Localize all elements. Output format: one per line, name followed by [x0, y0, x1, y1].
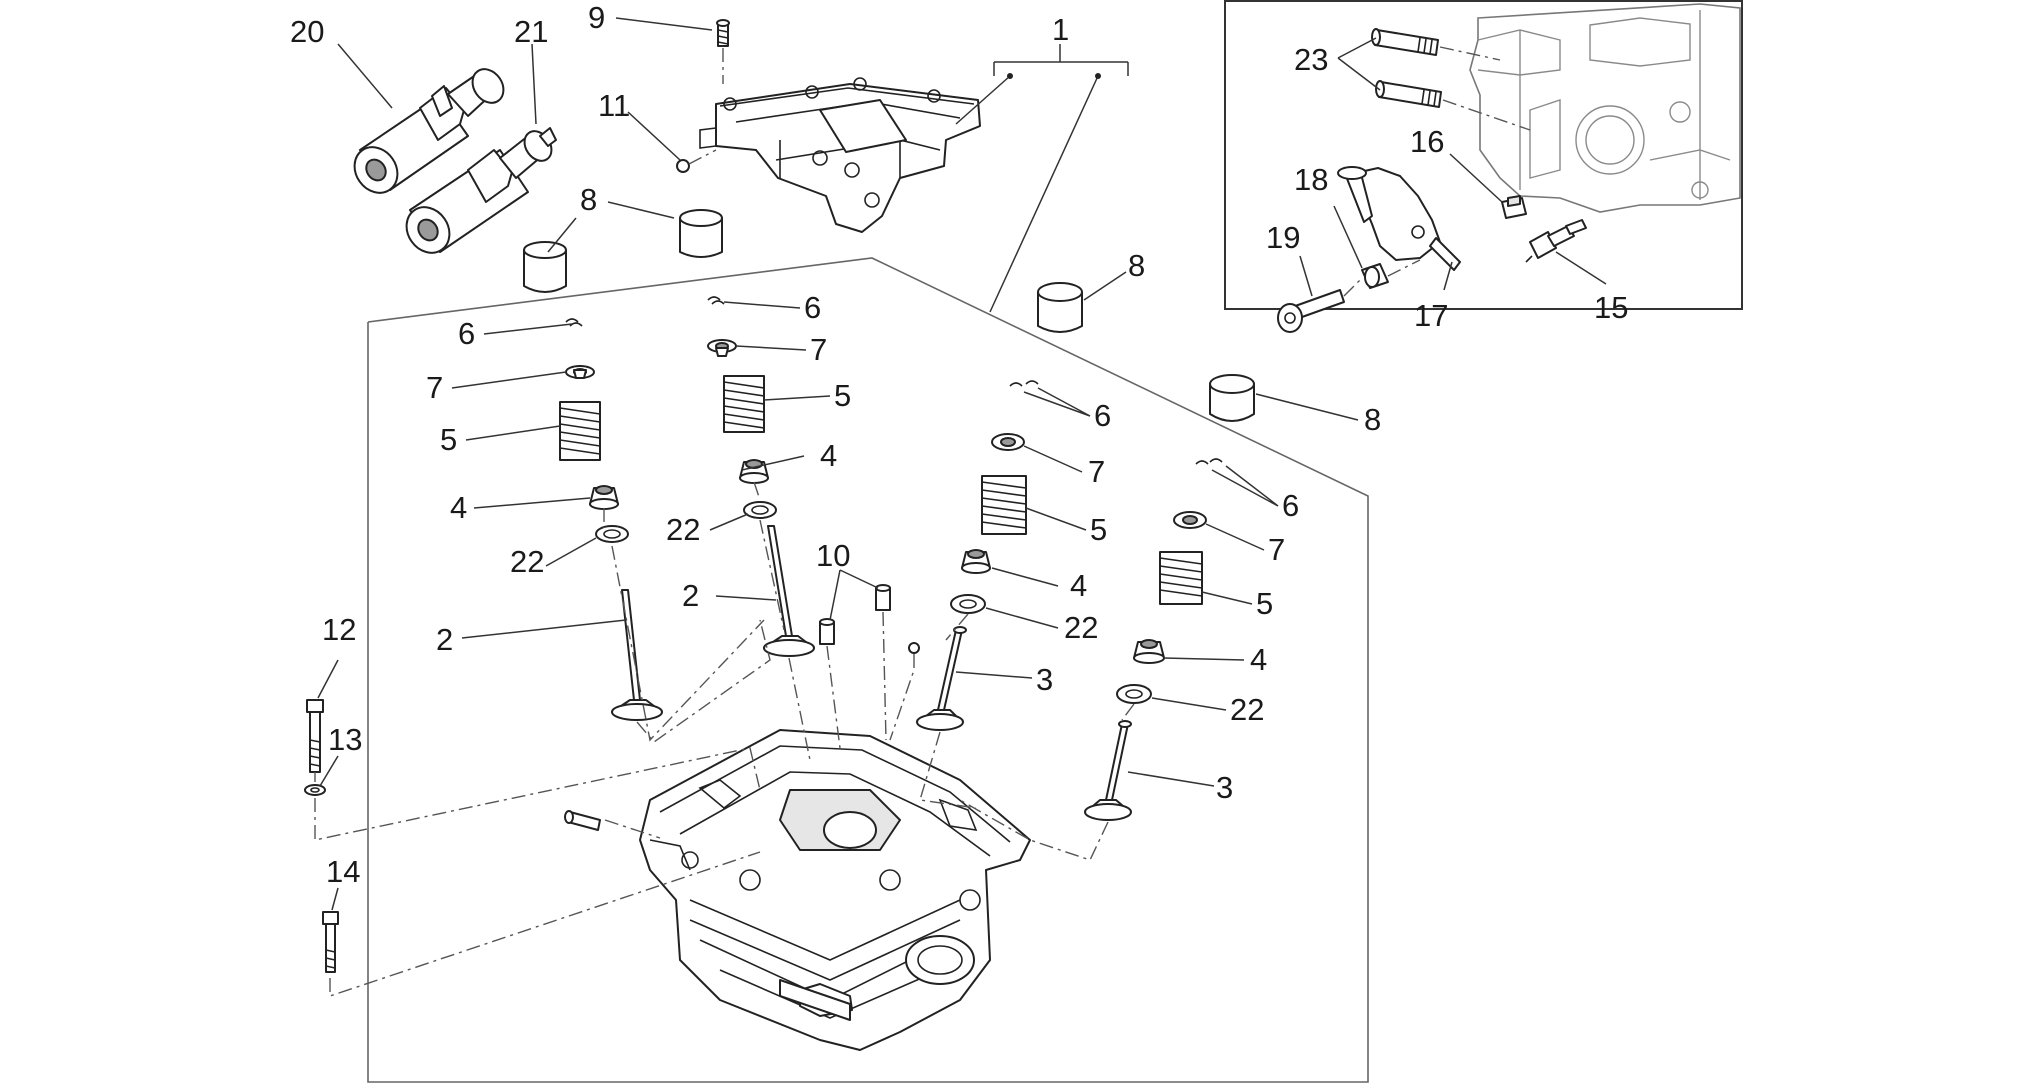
- washer-13: [304, 784, 326, 796]
- callout-4-d: 4: [1250, 642, 1267, 677]
- small-pin: [908, 642, 920, 654]
- callout-8-b: 8: [1128, 248, 1145, 283]
- callout-6-c: 6: [1094, 398, 1111, 433]
- callout-1: 1: [1052, 12, 1069, 47]
- callout-2-b: 2: [682, 578, 699, 613]
- plug-16: [1501, 195, 1527, 219]
- screw-19: [1277, 289, 1345, 333]
- valve-stack-c: [950, 380, 1039, 614]
- callout-19: 19: [1266, 220, 1300, 255]
- callout-15: 15: [1594, 290, 1628, 325]
- group-frame: [367, 257, 1369, 1083]
- callout-4-b: 4: [820, 438, 837, 473]
- inset-head-part: [1469, 3, 1741, 213]
- dowel-10-b: [875, 584, 891, 611]
- callout-22-a: 22: [510, 544, 544, 579]
- pin-11: [676, 159, 690, 173]
- temp-sensor-15: [1525, 219, 1587, 263]
- callout-8-a: 8: [580, 182, 597, 217]
- callout-9: 9: [588, 0, 605, 35]
- callout-6-d: 6: [1282, 488, 1299, 523]
- callout-7-a: 7: [426, 370, 443, 405]
- valve-stack-d: [1116, 458, 1223, 704]
- callout-3-a: 3: [1036, 662, 1053, 697]
- callout-7-b: 7: [810, 332, 827, 367]
- leader-lines: [317, 17, 1607, 911]
- callout-5-b: 5: [834, 378, 851, 413]
- screw-14: [322, 911, 339, 973]
- tappet-8-d: [1209, 374, 1255, 422]
- valve-3-left: [916, 626, 967, 731]
- callout-13: 13: [328, 722, 362, 757]
- valve-3-right: [1084, 720, 1132, 821]
- callout-7-c: 7: [1088, 454, 1105, 489]
- valve-stack-b: [707, 296, 777, 519]
- water-outlet-fitting: [1337, 166, 1461, 271]
- callout-22-d: 22: [1230, 692, 1264, 727]
- callout-14: 14: [326, 854, 360, 889]
- callout-23: 23: [1294, 42, 1328, 77]
- callout-4-a: 4: [450, 490, 467, 525]
- valve-2-left: [611, 589, 663, 721]
- callout-3-b: 3: [1216, 770, 1233, 805]
- callout-7-d: 7: [1268, 532, 1285, 567]
- callout-22-b: 22: [666, 512, 700, 547]
- callout-20: 20: [290, 14, 324, 49]
- callout-21: 21: [514, 14, 548, 49]
- stud-23-bottom: [1375, 80, 1442, 108]
- callout-11: 11: [598, 88, 630, 123]
- tappet-8-b: [679, 209, 723, 258]
- callout-5-d: 5: [1256, 586, 1273, 621]
- tappet-8-a: [523, 241, 567, 293]
- callout-17: 17: [1414, 298, 1448, 333]
- callout-5-c: 5: [1090, 512, 1107, 547]
- callout-10: 10: [816, 538, 850, 573]
- callout-2-a: 2: [436, 622, 453, 657]
- stud-23-top: [1371, 28, 1439, 56]
- callout-6-b: 6: [804, 290, 821, 325]
- valve-2-right: [763, 525, 815, 657]
- tappet-8-c: [1037, 282, 1083, 333]
- screw-9: [716, 19, 730, 47]
- callout-16: 16: [1410, 124, 1444, 159]
- callout-4-c: 4: [1070, 568, 1087, 603]
- dowel-10-a: [819, 618, 835, 645]
- screw-12: [306, 699, 324, 773]
- callout-12: 12: [322, 612, 356, 647]
- callout-8-c: 8: [1364, 402, 1381, 437]
- cylinder-head: [564, 729, 1031, 1051]
- cam-carrier: [699, 77, 981, 233]
- callout-5-a: 5: [440, 422, 457, 457]
- callout-22-c: 22: [1064, 610, 1098, 645]
- callout-18: 18: [1294, 162, 1328, 197]
- camshaft-21: [405, 127, 557, 254]
- valve-stack-a: [559, 318, 629, 543]
- callout-6-a: 6: [458, 316, 475, 351]
- sleeve-18: [1361, 263, 1389, 289]
- camshaft-20: [353, 68, 505, 194]
